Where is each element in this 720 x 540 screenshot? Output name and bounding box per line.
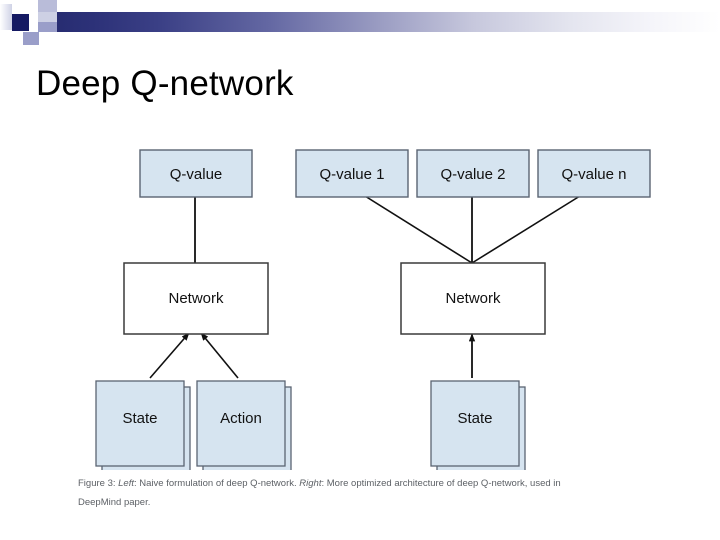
- node-state-right[interactable]: State: [430, 380, 526, 470]
- deco-square-i: [23, 32, 39, 45]
- caption-left-text: : Naive formulation of deep Q-network.: [134, 478, 300, 489]
- arrow-network-to-qvalue-1: [356, 190, 473, 264]
- dqn-architecture-diagram: Q-value Network State Action: [95, 149, 651, 470]
- caption-line-1: Figure 3: Left: Naive formulation of dee…: [78, 474, 658, 493]
- node-state-right-rect: [430, 380, 520, 467]
- right-panel-group: Q-value 1 Q-value 2 Q-value n Network: [295, 149, 651, 470]
- deco-square-g: [38, 22, 57, 32]
- figure-diagram: Q-value Network State Action: [0, 130, 720, 470]
- deco-square-dark: [12, 14, 29, 31]
- node-state-left-label: State: [122, 410, 157, 427]
- node-q-value-n-label: Q-value n: [561, 166, 626, 183]
- arrow-state-to-network: [149, 332, 190, 379]
- header-decoration-band: [0, 0, 720, 52]
- deco-square-d: [29, 14, 38, 31]
- caption-right-text: : More optimized architecture of deep Q-…: [321, 478, 561, 489]
- left-panel-group: Q-value Network State Action: [95, 149, 292, 470]
- node-network-right-label: Network: [445, 290, 501, 307]
- page-title: Deep Q-network: [36, 64, 294, 103]
- caption-right-marker: Right: [299, 478, 322, 489]
- node-network-left[interactable]: Network: [123, 262, 269, 335]
- deco-square-c: [29, 4, 38, 14]
- node-q-value-n[interactable]: Q-value n: [537, 149, 651, 198]
- figure-caption: Figure 3: Left: Naive formulation of dee…: [78, 474, 658, 512]
- node-q-value-label: Q-value: [170, 166, 223, 183]
- node-action-left[interactable]: Action: [196, 380, 292, 470]
- node-network-right-rect: [400, 262, 546, 335]
- node-network-right[interactable]: Network: [400, 262, 546, 335]
- node-q-value-n-rect: [537, 149, 651, 198]
- node-q-value-1-label: Q-value 1: [319, 166, 384, 183]
- node-q-value-rect: [139, 149, 253, 198]
- node-network-left-label: Network: [168, 290, 224, 307]
- caption-figure-number: Figure 3:: [78, 478, 116, 489]
- node-q-value-2[interactable]: Q-value 2: [416, 149, 530, 198]
- node-state-left[interactable]: State: [95, 380, 191, 470]
- node-q-value-2-label: Q-value 2: [440, 166, 505, 183]
- deco-square-f: [38, 12, 57, 22]
- caption-left-marker: Left: [118, 478, 134, 489]
- deco-square-j: [12, 4, 29, 14]
- node-q-value-1[interactable]: Q-value 1: [295, 149, 409, 198]
- node-action-left-rect: [196, 380, 286, 467]
- node-q-value-2-rect: [416, 149, 530, 198]
- node-state-left-rect: [95, 380, 185, 467]
- arrow-action-to-network: [200, 332, 239, 379]
- node-state-right-label: State: [457, 410, 492, 427]
- node-q-value[interactable]: Q-value: [139, 149, 253, 198]
- deco-square-a: [0, 4, 12, 30]
- node-action-left-label: Action: [220, 410, 262, 427]
- node-network-left-rect: [123, 262, 269, 335]
- node-q-value-1-rect: [295, 149, 409, 198]
- caption-line-2: DeepMind paper.: [78, 497, 151, 508]
- deco-square-e: [38, 0, 57, 12]
- arrow-network-to-qvalue-n: [471, 190, 589, 264]
- gradient-bar: [38, 12, 720, 32]
